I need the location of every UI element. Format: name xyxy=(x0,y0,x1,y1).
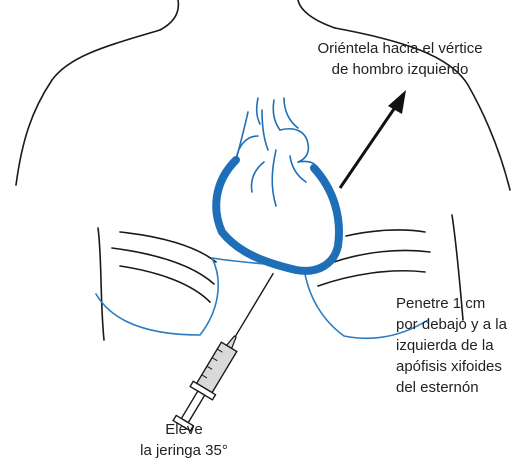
rib xyxy=(345,229,426,237)
heart xyxy=(212,97,343,275)
coronary-line xyxy=(250,161,265,193)
pulmonary-artery xyxy=(279,128,310,163)
syringe-mark xyxy=(201,374,208,379)
rib xyxy=(333,249,431,263)
syringe-mark xyxy=(211,357,218,362)
left-ribs xyxy=(111,231,217,303)
rib xyxy=(111,247,215,285)
needle xyxy=(234,272,274,337)
rib xyxy=(119,231,217,263)
rib xyxy=(119,265,211,303)
left-atrium xyxy=(297,160,316,169)
rib xyxy=(317,269,426,287)
great-vessel xyxy=(272,99,281,131)
syringe-mark xyxy=(206,365,213,370)
orientation-label-line: Oriéntela hacia el vértice xyxy=(317,40,483,57)
armpit-left xyxy=(97,227,105,341)
syringe-barrel xyxy=(195,341,238,394)
neck-left xyxy=(159,0,180,31)
syringe-plunger-cap xyxy=(172,414,195,432)
syringe-plunger xyxy=(180,390,206,424)
direction-arrow xyxy=(338,90,406,189)
right-ribs xyxy=(317,229,431,287)
torso-outline xyxy=(15,0,511,341)
syringe-mark xyxy=(216,348,223,353)
great-vessel xyxy=(255,97,261,125)
shoulder-right xyxy=(334,27,511,191)
costal-margin-right xyxy=(303,267,429,340)
insertion-label: Penetre 1 cm por debajo y a la izquierda… xyxy=(396,293,526,398)
insertion-label-line: Penetre 1 cm xyxy=(396,295,486,312)
insertion-label-line: por debajo y a la xyxy=(396,316,507,333)
orientation-label-line: de hombro izquierdo xyxy=(331,61,469,78)
shoulder-left xyxy=(15,29,161,186)
heart-outline xyxy=(212,156,343,275)
insertion-label-line: del esternón xyxy=(396,379,479,396)
aorta xyxy=(261,109,269,151)
armpit-right xyxy=(451,214,464,321)
great-vessel xyxy=(283,97,299,129)
costal-margin xyxy=(95,257,429,340)
right-atrium xyxy=(235,135,259,161)
neck-right xyxy=(297,0,336,29)
orientation-label: Oriéntela hacia el vértice de hombro izq… xyxy=(300,38,500,80)
costal-margin-left xyxy=(95,257,219,336)
arrowhead-icon xyxy=(388,90,406,114)
insertion-label-line: izquierda de la xyxy=(396,337,494,354)
elevation-label-line: Eleve xyxy=(165,421,203,438)
insertion-label-line: apófisis xifoides xyxy=(396,358,502,375)
elevation-label-line: la jeringa 35° xyxy=(140,442,228,459)
syringe xyxy=(172,272,274,432)
elevation-label: Eleve la jeringa 35° xyxy=(124,419,244,461)
interventricular-line xyxy=(289,155,307,183)
interventricular-line xyxy=(271,149,277,207)
